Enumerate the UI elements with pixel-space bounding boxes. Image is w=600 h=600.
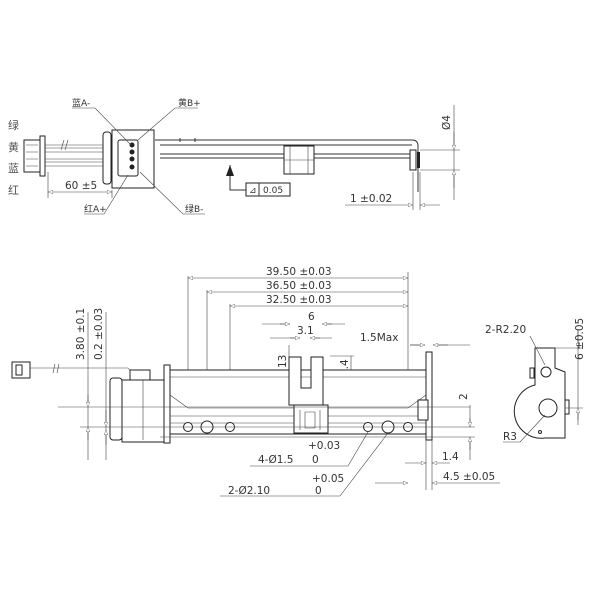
height-b-dim: 0.2 ±0.03: [93, 308, 105, 360]
motor-body: [102, 129, 155, 189]
offset-2-dim: 2: [458, 393, 470, 400]
front-motor: [109, 364, 171, 444]
flange-max-dim: 1.5Max: [360, 332, 398, 344]
large-radius-dim: R3: [503, 431, 517, 443]
wires: [45, 144, 125, 167]
end-view: 6 ±0.05 2-R2.20 R3: [485, 318, 586, 443]
small-radius-dim: 2-R2.20: [485, 324, 526, 336]
large-hole-label: 2-Ø2.10: [228, 485, 270, 497]
flatness-frame: [245, 182, 291, 197]
pin-label-b-minus: 绿B-: [185, 203, 203, 215]
lead-screw-frame: [155, 138, 420, 192]
length-total-dim: 39.50 ±0.03: [266, 266, 332, 278]
end-height-dim: 6 ±0.05: [574, 318, 586, 360]
length-inner-dim: 32.50 ±0.03: [266, 294, 332, 306]
height-a-dim: 3.80 ±0.1: [75, 308, 87, 360]
pin-label-a-minus: 蓝A-: [72, 97, 90, 109]
wire-color-blue: 蓝: [8, 162, 19, 175]
wire-connector: [23, 135, 46, 177]
pin-label-a-plus: 红A+: [84, 203, 107, 215]
top-view: 绿 黄 蓝 红: [8, 97, 460, 215]
wire-color-yellow: 黄: [8, 140, 19, 154]
lead-length-dim: 60 ±5: [65, 180, 97, 192]
slider-height-dim: 13: [277, 355, 289, 368]
wire-color-red: 红: [8, 184, 19, 197]
front-slider: [288, 356, 329, 434]
slot-width-dim: 3.1: [297, 325, 314, 337]
flatness-value: 0.05: [263, 186, 283, 196]
slider-width-dim: 6: [308, 311, 315, 323]
small-hole-label: 4-Ø1.5: [258, 454, 293, 466]
end-gap-dim: 1 ±0.02: [350, 193, 392, 205]
front-view: 39.50 ±0.03 36.50 ±0.03 32.50 ±0.03 6 3.…: [11, 266, 500, 497]
diameter-dim: Ø4: [441, 115, 453, 130]
offset-4-5-dim: 4.5 ±0.05: [443, 471, 495, 483]
flatness-symbol: ⊿: [249, 186, 257, 196]
small-hole-tol-lower: 0: [312, 454, 319, 466]
offset-1-4-dim: 1.4: [442, 451, 459, 463]
pin-label-b-plus: 黄B+: [178, 97, 201, 109]
large-hole-tol-lower: 0: [315, 485, 322, 497]
length-mid-dim: 36.50 ±0.03: [266, 280, 332, 292]
small-hole-tol-upper: +0.03: [308, 440, 340, 452]
wire-color-green: 绿: [8, 118, 19, 132]
large-hole-tol-upper: +0.05: [312, 473, 344, 485]
